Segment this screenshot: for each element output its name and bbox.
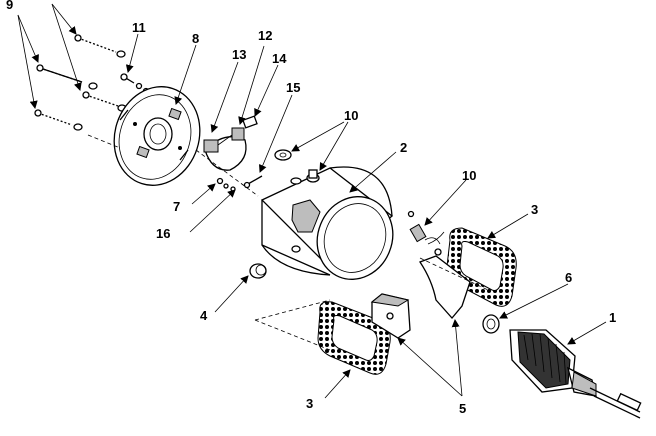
- callout-1: 1: [609, 310, 616, 325]
- small-screws: [216, 175, 263, 192]
- callout-4: 4: [200, 308, 208, 323]
- callout-13: 13: [232, 47, 246, 62]
- callout-16: 16: [156, 226, 170, 241]
- callout-8: 8: [192, 31, 199, 46]
- callout-15: 15: [286, 80, 300, 95]
- callout-10-right: 10: [462, 168, 476, 183]
- through-bolts: [34, 34, 127, 131]
- callout-11: 11: [132, 20, 146, 35]
- callout-14: 14: [272, 51, 287, 66]
- top-bushings: [274, 149, 320, 183]
- brush-holder: [203, 115, 258, 171]
- leader-lines: [17, 3, 607, 399]
- plug-4: [249, 263, 267, 279]
- callout-10-top: 10: [344, 108, 358, 123]
- armature: [509, 329, 642, 419]
- callout-3-right: 3: [531, 202, 538, 217]
- callout-5: 5: [459, 401, 466, 416]
- motor-housing: [260, 166, 394, 280]
- callout-12: 12: [258, 28, 272, 43]
- callout-labels: 9 11 8 13 12 14 15 10 2 10 3 7 16 4 6 1 …: [6, 0, 616, 416]
- terminal-post: [407, 210, 445, 256]
- callout-3-left: 3: [306, 396, 313, 411]
- callout-6: 6: [565, 270, 572, 285]
- end-plate: [113, 86, 201, 186]
- pole-shoes: [370, 255, 471, 339]
- bearing: [482, 314, 500, 334]
- callout-2: 2: [400, 140, 407, 155]
- callout-9: 9: [6, 0, 13, 12]
- callout-7: 7: [173, 199, 180, 214]
